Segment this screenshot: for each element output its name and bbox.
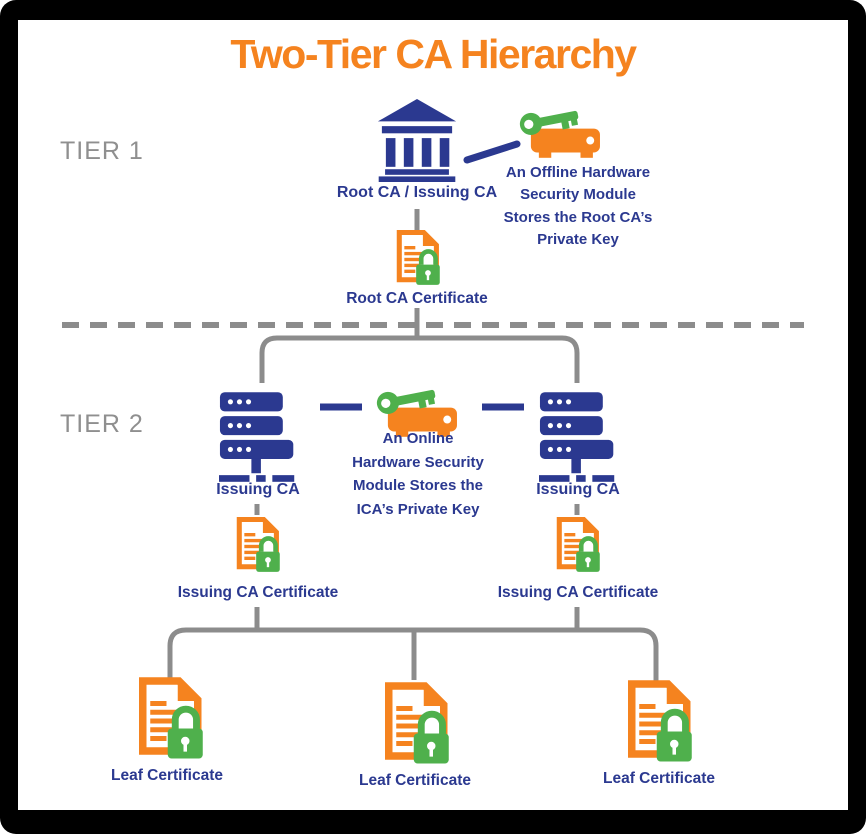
- issuing-ca-left-label: Issuing CA: [216, 481, 300, 498]
- root-cert-label: Root CA Certificate: [346, 290, 488, 307]
- tier2-label: TIER 2: [60, 410, 144, 438]
- server-stack-icon: [539, 392, 619, 484]
- certificate-lock-icon: [550, 516, 604, 577]
- certificate-lock-icon: [374, 681, 456, 771]
- leaf-cert-label: Leaf Certificate: [359, 772, 471, 789]
- bank-icon: [377, 99, 457, 182]
- certificate-lock-icon: [128, 676, 210, 766]
- caption-line: ICA’s Private Key: [356, 500, 480, 518]
- server-stack-icon: [219, 392, 299, 484]
- caption-line: Module Stores the: [352, 477, 483, 495]
- online-hsm-caption: An Online Hardware Security Module Store…: [333, 427, 503, 521]
- root-to-hsm-line: [463, 140, 521, 164]
- tier2-bracket-line: [259, 335, 580, 383]
- caption-line: An Offline Hardware: [505, 164, 651, 181]
- leaf-cert-label: Leaf Certificate: [603, 770, 715, 787]
- certificate-lock-icon: [617, 679, 699, 769]
- issuing-cert-right-label: Issuing CA Certificate: [497, 584, 659, 601]
- issuing-cert-left-label: Issuing CA Certificate: [177, 584, 339, 601]
- issuing-ca-right-label: Issuing CA: [536, 481, 620, 498]
- caption-line: Security Module: [520, 186, 636, 204]
- page-title: Two-Tier CA Hierarchy: [230, 31, 637, 77]
- caption-line: Private Key: [537, 231, 619, 249]
- root-ca-label: Root CA / Issuing CA: [336, 184, 498, 201]
- leaf-cert-label: Leaf Certificate: [111, 767, 223, 784]
- offline-hsm-caption: An Offline Hardware Security Module Stor…: [493, 162, 663, 252]
- tier1-label: TIER 1: [60, 137, 144, 165]
- caption-line: Hardware Security: [352, 453, 484, 471]
- certificate-lock-icon: [230, 516, 284, 577]
- hsm-key-icon: [516, 102, 606, 164]
- caption-line: An Online: [382, 430, 454, 447]
- caption-line: Stores the Root CA’s: [503, 208, 653, 226]
- certificate-lock-icon: [390, 229, 444, 290]
